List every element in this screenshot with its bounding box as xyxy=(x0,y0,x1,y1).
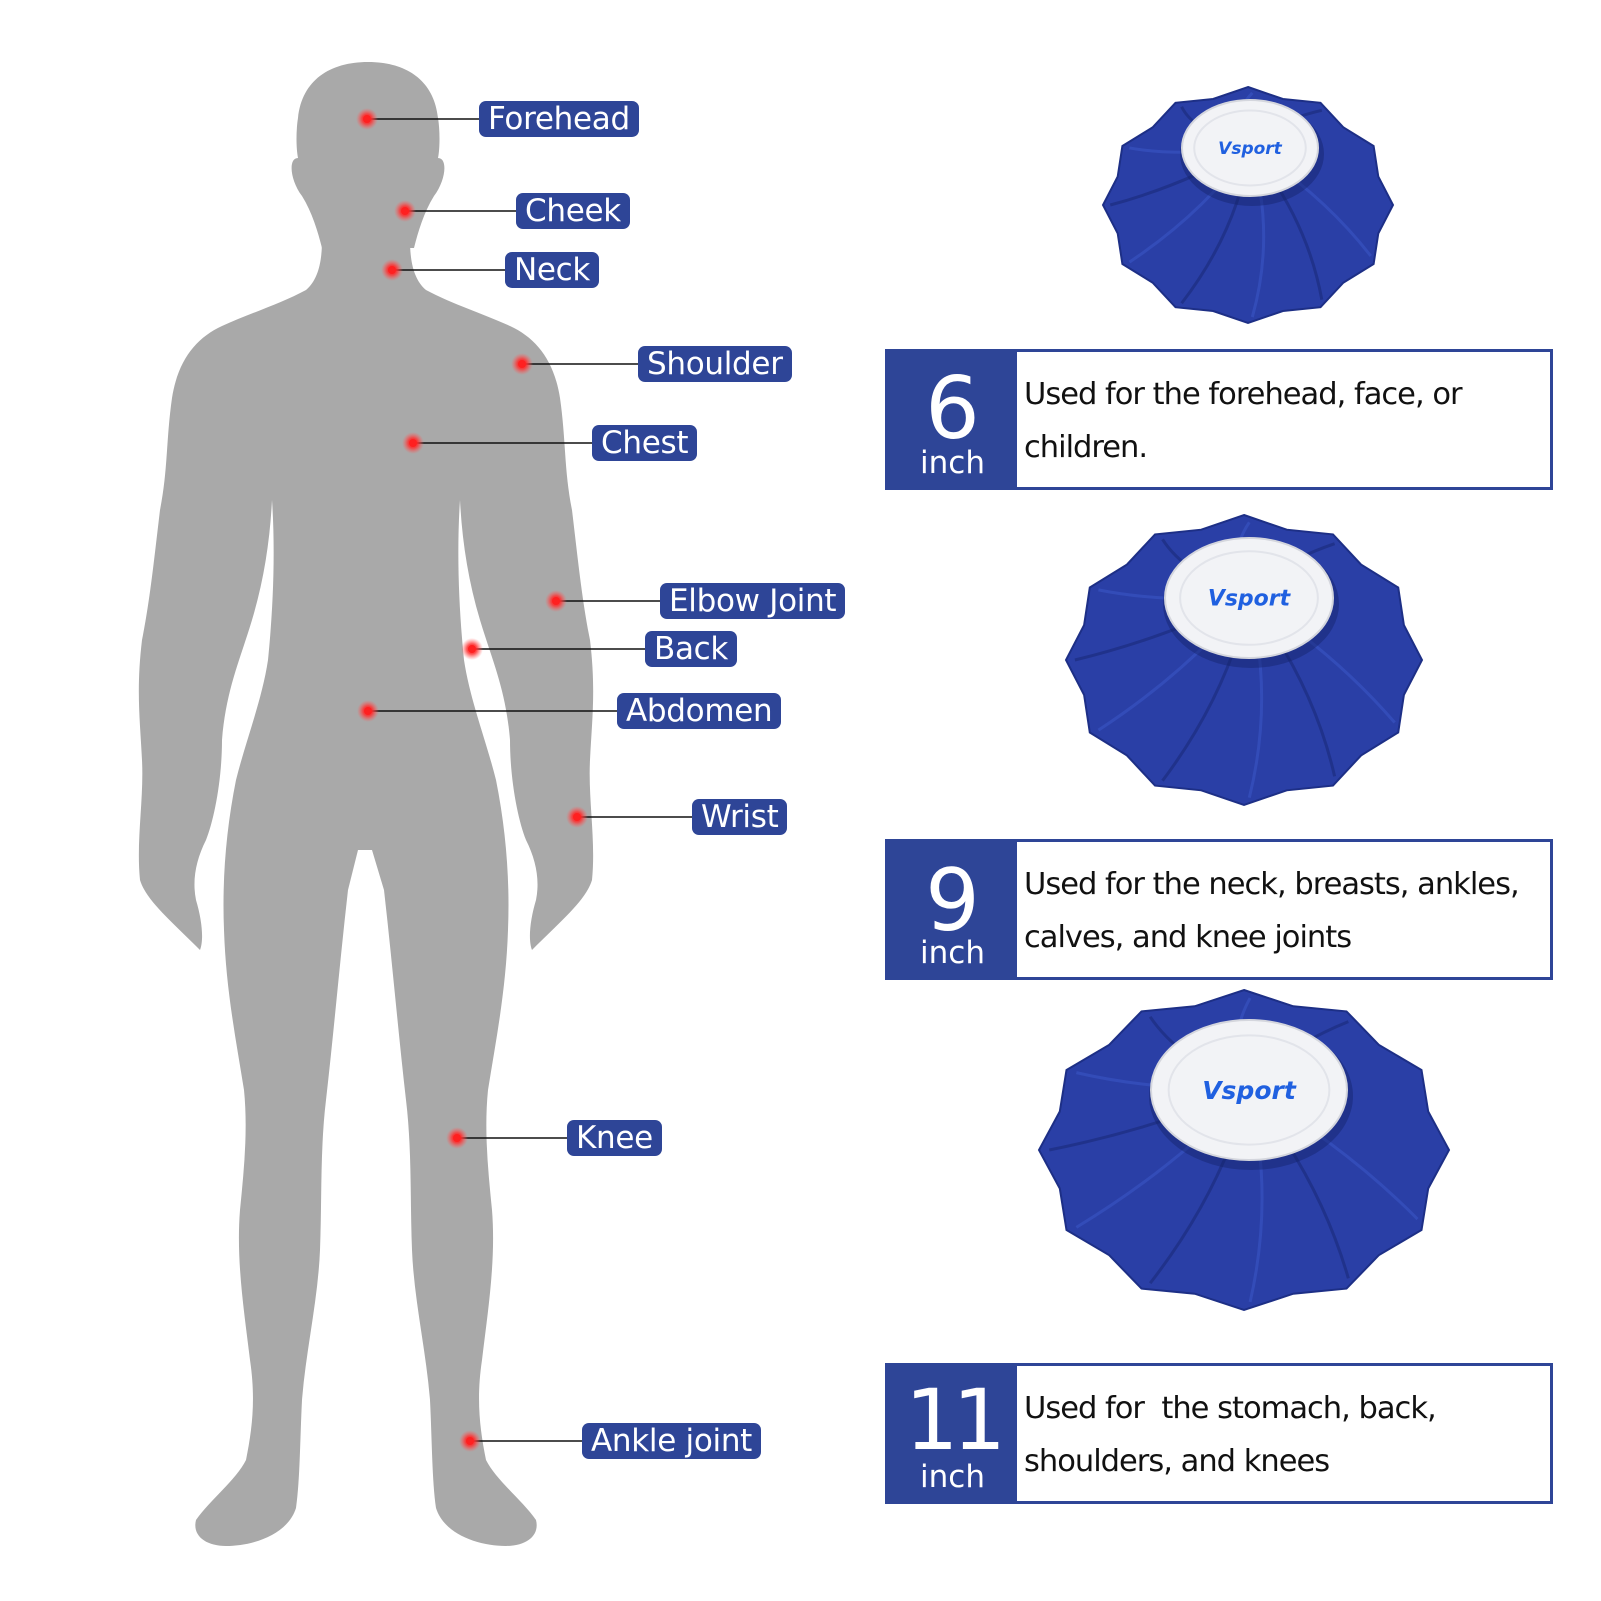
knee-point xyxy=(453,1134,461,1142)
wrist-label: Wrist xyxy=(692,799,788,835)
forehead-label: Forehead xyxy=(479,101,639,137)
size-unit: inch xyxy=(920,1459,985,1495)
size-description: Used for the forehead, face, or children… xyxy=(1024,377,1471,465)
size-unit: inch xyxy=(920,445,985,481)
chest-point xyxy=(409,439,417,447)
size-unit: inch xyxy=(920,935,985,971)
size-number: 11 xyxy=(905,1371,1006,1469)
wrist-point xyxy=(573,813,581,821)
brand-logo-text: Vsport xyxy=(1218,139,1283,159)
brand-logo-text: Vsport xyxy=(1202,1076,1297,1105)
pack-cap xyxy=(1164,537,1334,659)
size-description: Used for the neck, breasts, ankles, calv… xyxy=(1024,867,1528,955)
pack-cap xyxy=(1181,99,1319,197)
forehead-point xyxy=(363,115,371,123)
abdomen-point xyxy=(364,707,372,715)
ice-pack-6-inch: Vsport xyxy=(1101,85,1395,325)
shoulder-label: Shoulder xyxy=(638,346,792,382)
knee-label: Knee xyxy=(567,1120,662,1156)
back-label: Back xyxy=(645,631,738,667)
neck-label: Neck xyxy=(505,252,600,288)
ankle-joint-label: Ankle joint xyxy=(582,1423,762,1459)
ice-pack-9-inch: Vsport xyxy=(1064,513,1424,807)
pain-points xyxy=(356,108,588,1452)
ice-pack-11-inch: Vsport xyxy=(1037,988,1451,1312)
back-point xyxy=(468,645,476,653)
size-number: 6 xyxy=(925,359,980,459)
cheek-point xyxy=(401,207,409,215)
size-number: 9 xyxy=(925,851,980,951)
shoulder-point xyxy=(518,360,526,368)
brand-logo-text: Vsport xyxy=(1208,587,1292,612)
pack-cap xyxy=(1150,1019,1348,1161)
size-description: Used for the stomach, back, shoulders, a… xyxy=(1024,1391,1445,1479)
elbow-joint-label: Elbow Joint xyxy=(660,583,846,619)
abdomen-label: Abdomen xyxy=(617,693,782,729)
elbow-joint-point xyxy=(552,597,560,605)
cheek-label: Cheek xyxy=(516,193,630,229)
chest-label: Chest xyxy=(592,425,698,461)
point-connectors xyxy=(367,118,694,1442)
neck-point xyxy=(388,266,396,274)
ankle-joint-point xyxy=(466,1437,474,1445)
